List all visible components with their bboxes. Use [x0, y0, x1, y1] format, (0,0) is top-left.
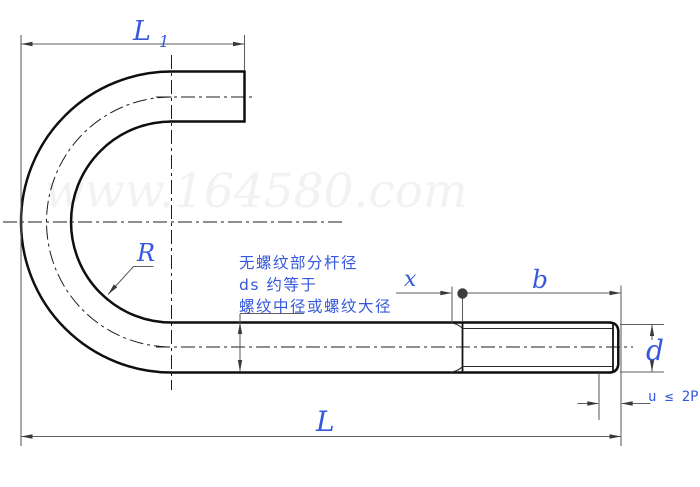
- arrowhead-d-down: [649, 360, 655, 372]
- arrowhead-u-left: [587, 401, 599, 406]
- thread-origin-dot: [457, 288, 468, 299]
- label-x: x: [404, 267, 417, 292]
- label-incomplete-thread: u ≤ 2P: [648, 389, 699, 405]
- label-l1-subscript: 1: [159, 32, 169, 51]
- label-l1: L: [132, 16, 151, 47]
- note-line-3: 螺纹中径或螺纹大径: [239, 298, 392, 316]
- arrowhead-ds-up: [237, 322, 243, 334]
- arrowhead-radius-leader: [108, 284, 118, 295]
- arrowhead-ds-down: [237, 360, 243, 372]
- bend-centerline-arc: [46, 96, 172, 348]
- inner-profile: [69, 120, 612, 324]
- arrowhead-l-left: [21, 434, 33, 439]
- thread-runout-bottom: [449, 365, 464, 374]
- label-overall-length: L: [315, 405, 335, 438]
- arrowhead-d-up: [649, 324, 655, 336]
- arrowhead-l-right: [609, 434, 621, 439]
- arrowhead-l1-left: [21, 41, 33, 47]
- arrowhead-b-right: [609, 290, 621, 296]
- label-thread-length: b: [532, 265, 548, 294]
- watermark-text: www.164580.com: [44, 164, 468, 219]
- thread-end-cap: [608, 321, 620, 374]
- arrowhead-u-right: [621, 401, 633, 406]
- arrowhead-l1-right: [233, 41, 245, 47]
- note-line-1: 无螺纹部分杆径: [239, 254, 358, 272]
- thread-runout-top: [449, 321, 464, 330]
- label-diameter: d: [646, 334, 664, 367]
- note-line-2: ds 约等于: [239, 276, 317, 294]
- arrowhead-x-right: [440, 290, 452, 296]
- radius-leader-line: [107, 265, 154, 295]
- label-radius: R: [136, 239, 155, 267]
